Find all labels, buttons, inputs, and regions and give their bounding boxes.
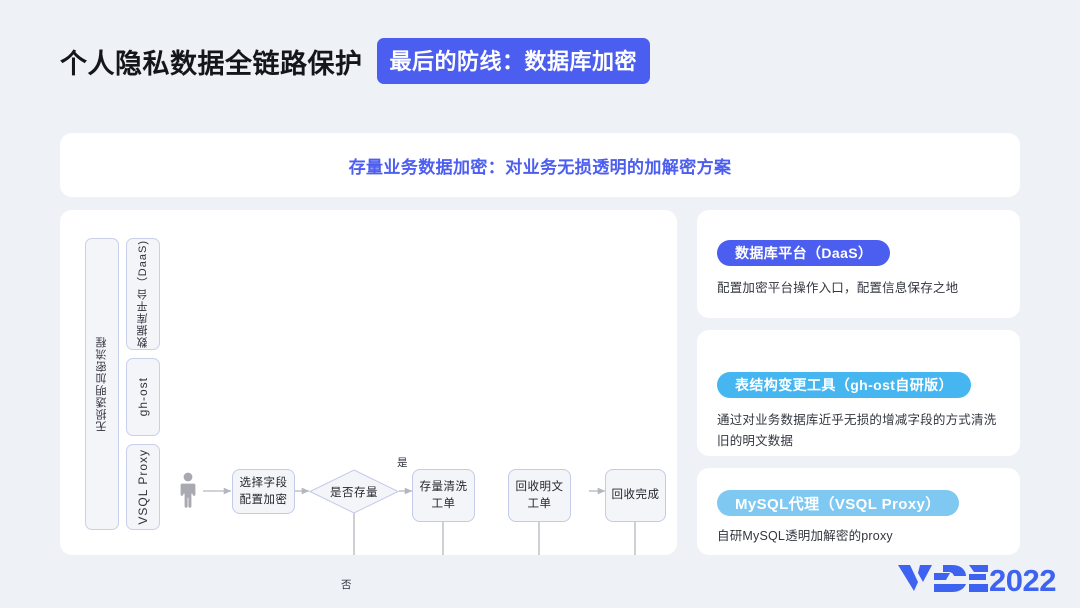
info-card-vsql-proxy: MySQL代理（VSQL Proxy） 自研MySQL透明加解密的proxy bbox=[697, 468, 1020, 555]
slide-header: 个人隐私数据全链路保护 最后的防线：数据库加密 bbox=[60, 38, 651, 84]
node-recycle-plain-order-label: 回收明文工单 bbox=[515, 480, 564, 510]
node-recycle-plain-order[interactable]: 回收明文工单 bbox=[508, 469, 571, 522]
swimlane-outer: 无损透明加密流程 bbox=[85, 238, 119, 530]
node-is-stock-label: 是否存量 bbox=[330, 486, 378, 499]
swimlane-daas: 数据库平台（DaaS) bbox=[126, 238, 160, 350]
node-select-field-label: 选择字段配置加密 bbox=[239, 476, 288, 506]
flowchart-card: 无损透明加密流程 数据库平台（DaaS) gh-ost VSQL Proxy bbox=[60, 210, 677, 591]
subtitle-text: 存量业务数据加密：对业务无损透明的加解密方案 bbox=[348, 157, 732, 177]
diamond-shape-icon bbox=[309, 469, 399, 514]
swimlane-ghost-label: gh-ost bbox=[136, 377, 150, 417]
swimlane-vsql-proxy: VSQL Proxy bbox=[126, 444, 160, 530]
info-card-vsql-proxy-desc: 自研MySQL透明加解密的proxy bbox=[717, 529, 893, 543]
vdc-logo-year: 2022 bbox=[989, 563, 1056, 598]
header-tag-badge: 最后的防线：数据库加密 bbox=[376, 38, 651, 84]
page-title: 个人隐私数据全链路保护 bbox=[60, 48, 363, 79]
node-recycle-done-label: 回收完成 bbox=[611, 489, 660, 502]
swimlane-outer-label: 无损透明加密流程 bbox=[96, 336, 108, 432]
vdc-logo: 2022 bbox=[896, 562, 1056, 596]
info-card-ghost-badge: 表结构变更工具（gh-ost自研版） bbox=[717, 372, 971, 398]
swimlane-daas-label: 数据库平台（DaaS) bbox=[137, 239, 149, 349]
swimlane-vsql-proxy-label: VSQL Proxy bbox=[136, 449, 150, 525]
info-card-ghost-desc: 通过对业务数据库近乎无损的增减字段的方式清洗旧的明文数据 bbox=[717, 413, 997, 448]
edge-label-no: 否 bbox=[341, 579, 352, 591]
info-card-daas-badge: 数据库平台（DaaS） bbox=[717, 240, 891, 266]
node-select-field[interactable]: 选择字段配置加密 bbox=[232, 469, 295, 514]
info-card-vsql-proxy-badge: MySQL代理（VSQL Proxy） bbox=[717, 490, 959, 516]
edge-label-yes: 是 bbox=[397, 457, 408, 469]
vdc-logo-mark-icon bbox=[898, 565, 989, 592]
info-card-ghost: 表结构变更工具（gh-ost自研版） 通过对业务数据库近乎无损的增减字段的方式清… bbox=[697, 330, 1020, 456]
node-recycle-done[interactable]: 回收完成 bbox=[605, 469, 666, 522]
subtitle-banner: 存量业务数据加密：对业务无损透明的加解密方案 bbox=[60, 133, 1020, 197]
info-card-daas-desc: 配置加密平台操作入口，配置信息保存之地 bbox=[717, 281, 959, 295]
node-is-stock[interactable]: 是否存量 bbox=[309, 469, 399, 514]
swimlane-ghost: gh-ost bbox=[126, 358, 160, 436]
user-actor-icon bbox=[180, 472, 196, 508]
node-stock-clean-order[interactable]: 存量清洗工单 bbox=[412, 469, 475, 522]
info-card-daas: 数据库平台（DaaS） 配置加密平台操作入口，配置信息保存之地 bbox=[697, 210, 1020, 318]
flowchart-inner: 无损透明加密流程 数据库平台（DaaS) gh-ost VSQL Proxy bbox=[60, 210, 677, 591]
node-stock-clean-order-label: 存量清洗工单 bbox=[419, 480, 468, 510]
